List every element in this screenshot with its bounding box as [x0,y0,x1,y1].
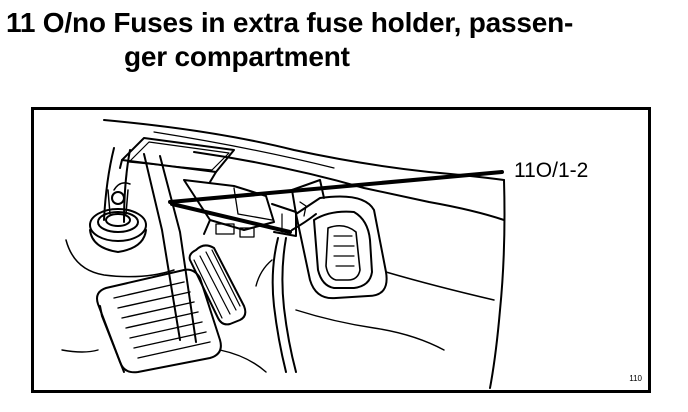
passenger-compartment-illustration [61,119,506,389]
leader-line-lower [170,202,292,234]
door-pillar-edge [489,179,506,389]
kick-panel-fuse-holder [291,179,388,300]
door-sill-line [385,271,495,301]
page-title-line-1: 11 O/no Fuses in extra fuse holder, pass… [6,7,574,38]
brake-pedal [96,268,222,374]
callout-leader-lines [168,170,504,234]
steering-column [103,147,197,343]
leader-line-upper [168,170,504,204]
steering-boot [89,189,147,253]
dashboard-fold-line [153,131,335,169]
floor-curve [65,239,175,278]
figure-number: 110 [629,374,642,383]
page-title: 11 O/no Fuses in extra fuse holder, pass… [6,6,682,74]
wiring-harness [255,213,317,373]
overhead-panel [119,137,235,183]
floor-line-left [61,349,99,353]
page-title-line-2: ger compartment [124,41,350,72]
floor-line-center [219,349,267,373]
accelerator-pedal [188,244,247,326]
floor-line-right [295,309,445,351]
diagram-frame: 11O/1-2 110 [31,107,651,393]
fuse-holder-callout-label: 11O/1-2 [514,159,589,182]
